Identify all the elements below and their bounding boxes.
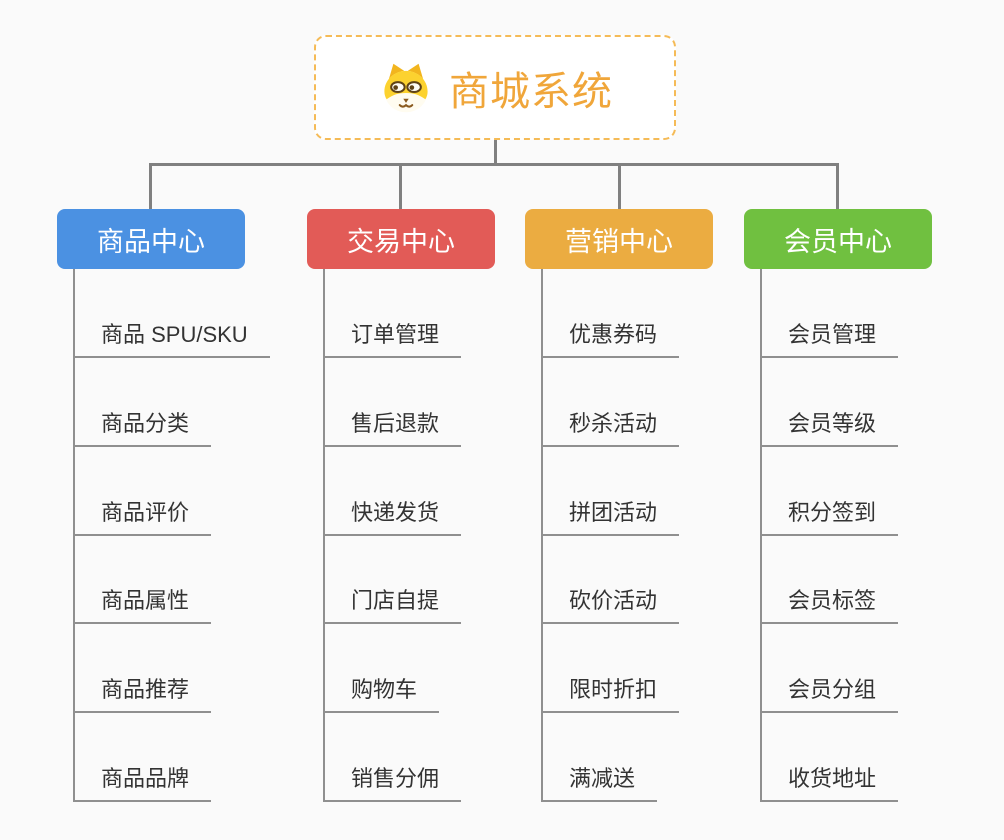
- sub-topic[interactable]: 拼团活动: [541, 500, 680, 536]
- branch-node-marketing-center[interactable]: 营销中心: [525, 209, 713, 269]
- connector-root-drop: [494, 140, 497, 164]
- branch-product-center: 商品中心 商品 SPU/SKU 商品分类 商品评价 商品属性 商品推荐 商品品牌: [57, 209, 297, 809]
- sub-topic[interactable]: 订单管理: [323, 322, 462, 358]
- sub-topic[interactable]: 售后退款: [323, 411, 462, 447]
- sub-topic[interactable]: 秒杀活动: [541, 411, 680, 447]
- sub-topic[interactable]: 会员标签: [760, 588, 899, 624]
- sub-topic[interactable]: 会员分组: [760, 677, 899, 713]
- sub-topic[interactable]: 购物车: [323, 677, 440, 713]
- sub-topic[interactable]: 商品 SPU/SKU: [73, 322, 270, 358]
- branch-trade-center: 交易中心 订单管理 售后退款 快递发货 门店自提 购物车 销售分佣: [307, 209, 547, 809]
- branch-node-product-center[interactable]: 商品中心: [57, 209, 245, 269]
- connector-bus: [149, 163, 839, 166]
- sub-topic[interactable]: 销售分佣: [323, 766, 462, 802]
- branch-node-member-center[interactable]: 会员中心: [744, 209, 932, 269]
- sub-topic[interactable]: 商品品牌: [73, 766, 212, 802]
- branch-marketing-center: 营销中心 优惠券码 秒杀活动 拼团活动 砍价活动 限时折扣 满减送: [525, 209, 765, 809]
- sub-topic[interactable]: 门店自提: [323, 588, 462, 624]
- sub-topic[interactable]: 优惠券码: [541, 322, 680, 358]
- sub-topic[interactable]: 限时折扣: [541, 677, 680, 713]
- connector-drop-1: [149, 164, 152, 209]
- sub-topic[interactable]: 商品评价: [73, 500, 212, 536]
- branch-node-trade-center[interactable]: 交易中心: [307, 209, 495, 269]
- sub-topic[interactable]: 会员等级: [760, 411, 899, 447]
- sub-topic[interactable]: 商品推荐: [73, 677, 212, 713]
- branch-member-center: 会员中心 会员管理 会员等级 积分签到 会员标签 会员分组 收货地址: [744, 209, 984, 809]
- sub-topic[interactable]: 积分签到: [760, 500, 899, 536]
- connector-drop-3: [618, 164, 621, 209]
- sub-topic[interactable]: 会员管理: [760, 322, 899, 358]
- sub-topic[interactable]: 快递发货: [323, 500, 462, 536]
- root-topic-label: 商城系统: [449, 69, 613, 114]
- sub-topic[interactable]: 收货地址: [760, 766, 899, 802]
- sub-topic[interactable]: 商品分类: [73, 411, 212, 447]
- connector-drop-2: [399, 164, 402, 209]
- root-topic[interactable]: 商城系统: [314, 35, 676, 140]
- sub-topic[interactable]: 商品属性: [73, 588, 212, 624]
- dog-face-icon: [384, 63, 428, 112]
- sub-topic[interactable]: 砍价活动: [541, 588, 680, 624]
- connector-drop-4: [836, 164, 839, 209]
- sub-topic[interactable]: 满减送: [541, 766, 658, 802]
